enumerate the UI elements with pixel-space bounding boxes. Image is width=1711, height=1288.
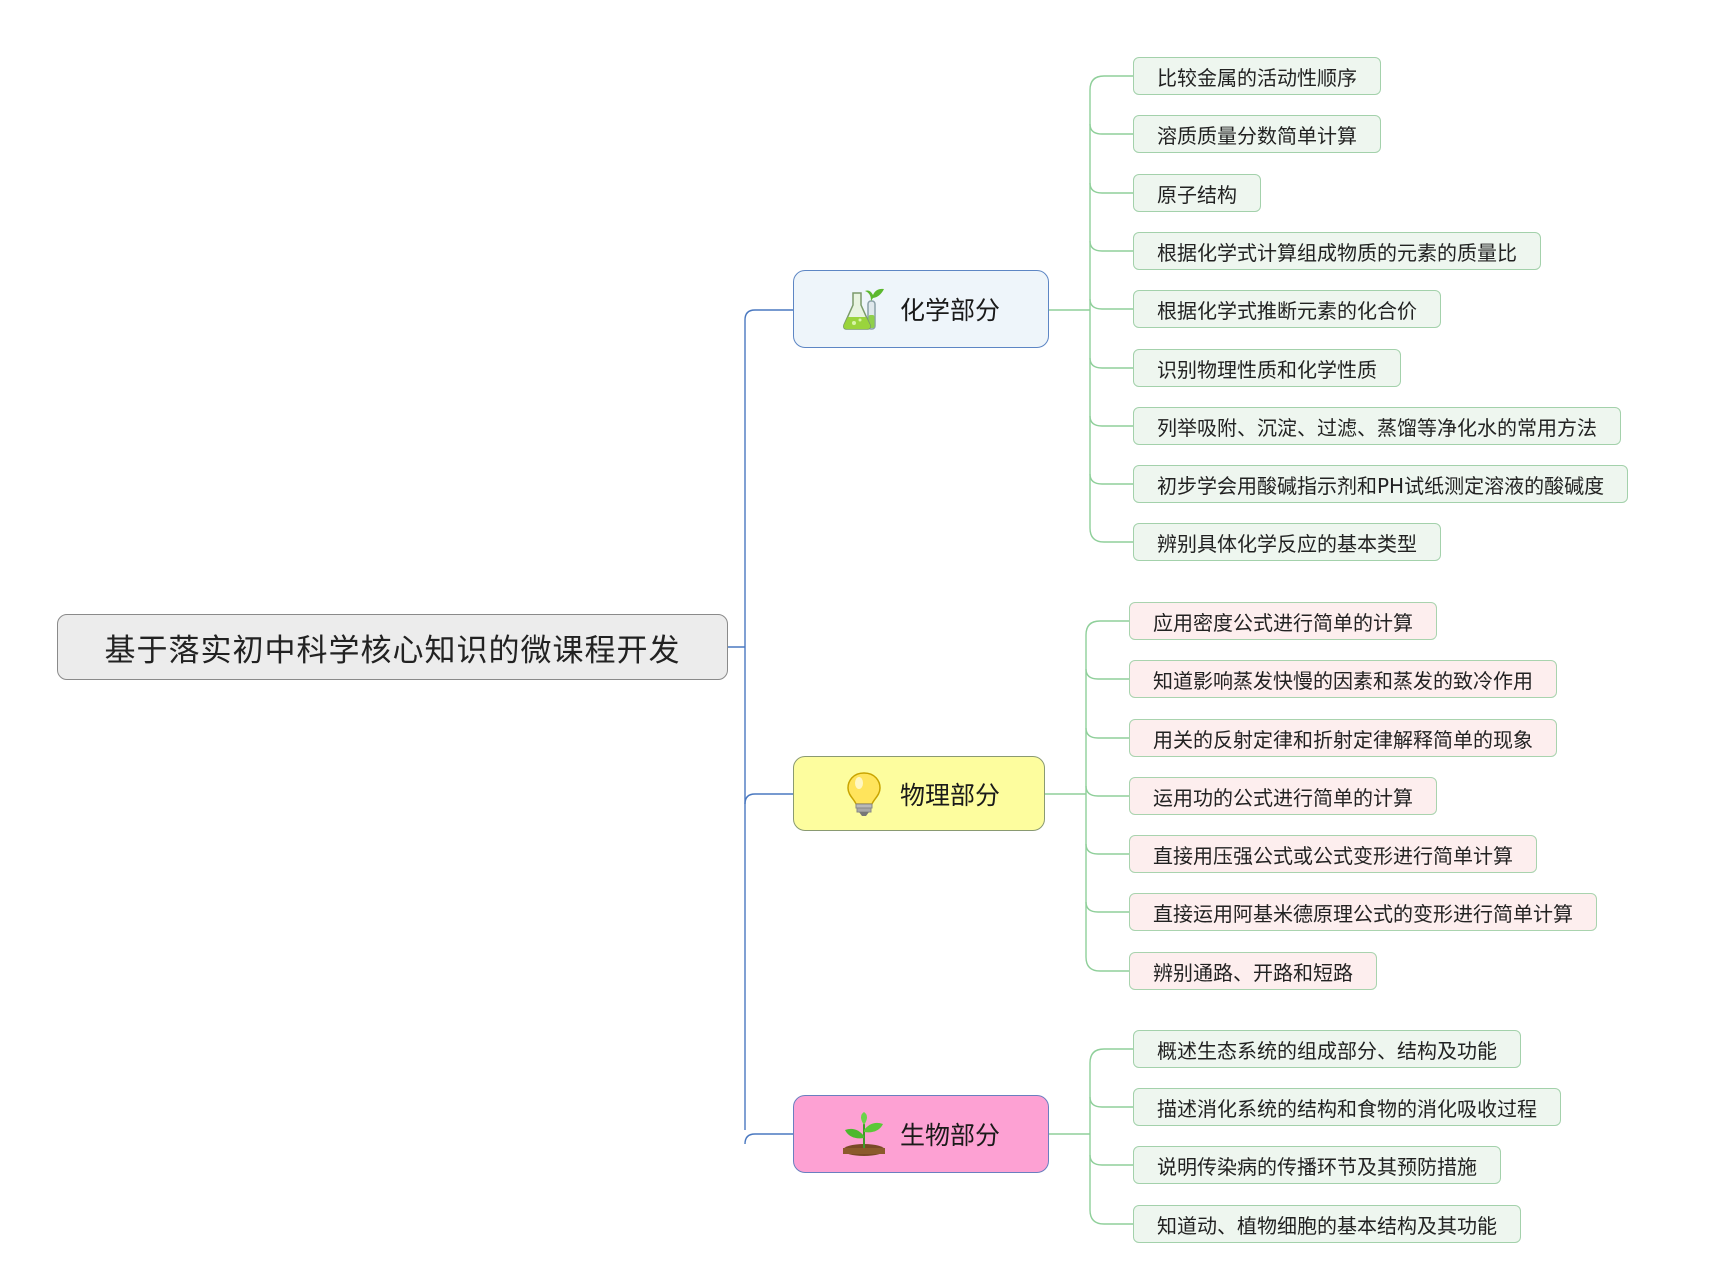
leaf-connector (1089, 527, 1133, 543)
leaf-connector (1089, 123, 1133, 135)
topic-item[interactable]: 应用密度公式进行简单的计算 (1129, 602, 1437, 640)
topic-item[interactable]: 辨别具体化学反应的基本类型 (1133, 523, 1441, 561)
topic-item[interactable]: 初步学会用酸碱指示剂和PH试纸测定溶液的酸碱度 (1133, 465, 1629, 503)
topic-item[interactable]: 比较金属的活动性顺序 (1133, 57, 1381, 95)
topic-item[interactable]: 知道动、植物细胞的基本结构及其功能 (1133, 1205, 1521, 1243)
leaf-connector (1085, 843, 1129, 855)
leaf-connector (1085, 668, 1129, 680)
leaf-connector (1089, 298, 1133, 310)
leaf-connector (1089, 1048, 1133, 1064)
leaf-connector (1089, 357, 1133, 369)
leaf-connector (1089, 240, 1133, 252)
central-topic[interactable]: 基于落实初中科学核心知识的微课程开发 (57, 614, 728, 680)
branch-chemistry[interactable]: 化学部分 (793, 270, 1049, 348)
topic-item[interactable]: 原子结构 (1133, 174, 1261, 212)
branch-chemistry-label: 化学部分 (900, 296, 1001, 325)
branch-biology-label: 生物部分 (900, 1121, 1001, 1150)
branch-biology[interactable]: 生物部分 (793, 1095, 1049, 1173)
leaf-connector (1085, 785, 1129, 797)
leaf-connector (1089, 473, 1133, 485)
leaf-connector (1089, 182, 1133, 194)
topic-item[interactable]: 概述生态系统的组成部分、结构及功能 (1133, 1030, 1521, 1068)
topic-item[interactable]: 说明传染病的传播环节及其预防措施 (1133, 1146, 1501, 1184)
leaf-connector (1089, 1154, 1133, 1166)
topic-item[interactable]: 溶质质量分数简单计算 (1133, 115, 1381, 153)
topic-item[interactable]: 知道影响蒸发快慢的因素和蒸发的致冷作用 (1129, 660, 1557, 698)
topic-item[interactable]: 运用功的公式进行简单的计算 (1129, 777, 1437, 815)
leaf-connector (1085, 956, 1129, 972)
branch-physics-label: 物理部分 (900, 780, 1001, 810)
branch-physics[interactable]: 物理部分 (793, 756, 1045, 831)
leaf-connector (1089, 1209, 1133, 1225)
seedling-icon (840, 1110, 888, 1158)
topic-item[interactable]: 辨别通路、开路和短路 (1129, 952, 1377, 990)
flask-sprout-icon (840, 285, 888, 333)
leaf-connector (1089, 75, 1133, 91)
topic-item[interactable]: 描述消化系统的结构和食物的消化吸收过程 (1133, 1088, 1561, 1126)
topic-item[interactable]: 根据化学式推断元素的化合价 (1133, 290, 1441, 328)
branch-connector (744, 793, 793, 805)
leaf-connector (1085, 727, 1129, 739)
topic-item[interactable]: 根据化学式计算组成物质的元素的质量比 (1133, 232, 1541, 270)
topic-item[interactable]: 识别物理性质和化学性质 (1133, 349, 1401, 387)
topic-item[interactable]: 用关的反射定律和折射定律解释简单的现象 (1129, 719, 1557, 757)
topic-item[interactable]: 直接运用阿基米德原理公式的变形进行简单计算 (1129, 893, 1597, 931)
leaf-connector (1089, 415, 1133, 427)
leaf-connector (1085, 901, 1129, 913)
branch-connector (744, 309, 793, 321)
lightbulb-icon (840, 770, 888, 818)
branch-connector (744, 1133, 793, 1145)
topic-item[interactable]: 直接用压强公式或公式变形进行简单计算 (1129, 835, 1537, 873)
topic-item[interactable]: 列举吸附、沉淀、过滤、蒸馏等净化水的常用方法 (1133, 407, 1621, 445)
leaf-connector (1085, 620, 1129, 636)
leaf-connector (1089, 1096, 1133, 1108)
